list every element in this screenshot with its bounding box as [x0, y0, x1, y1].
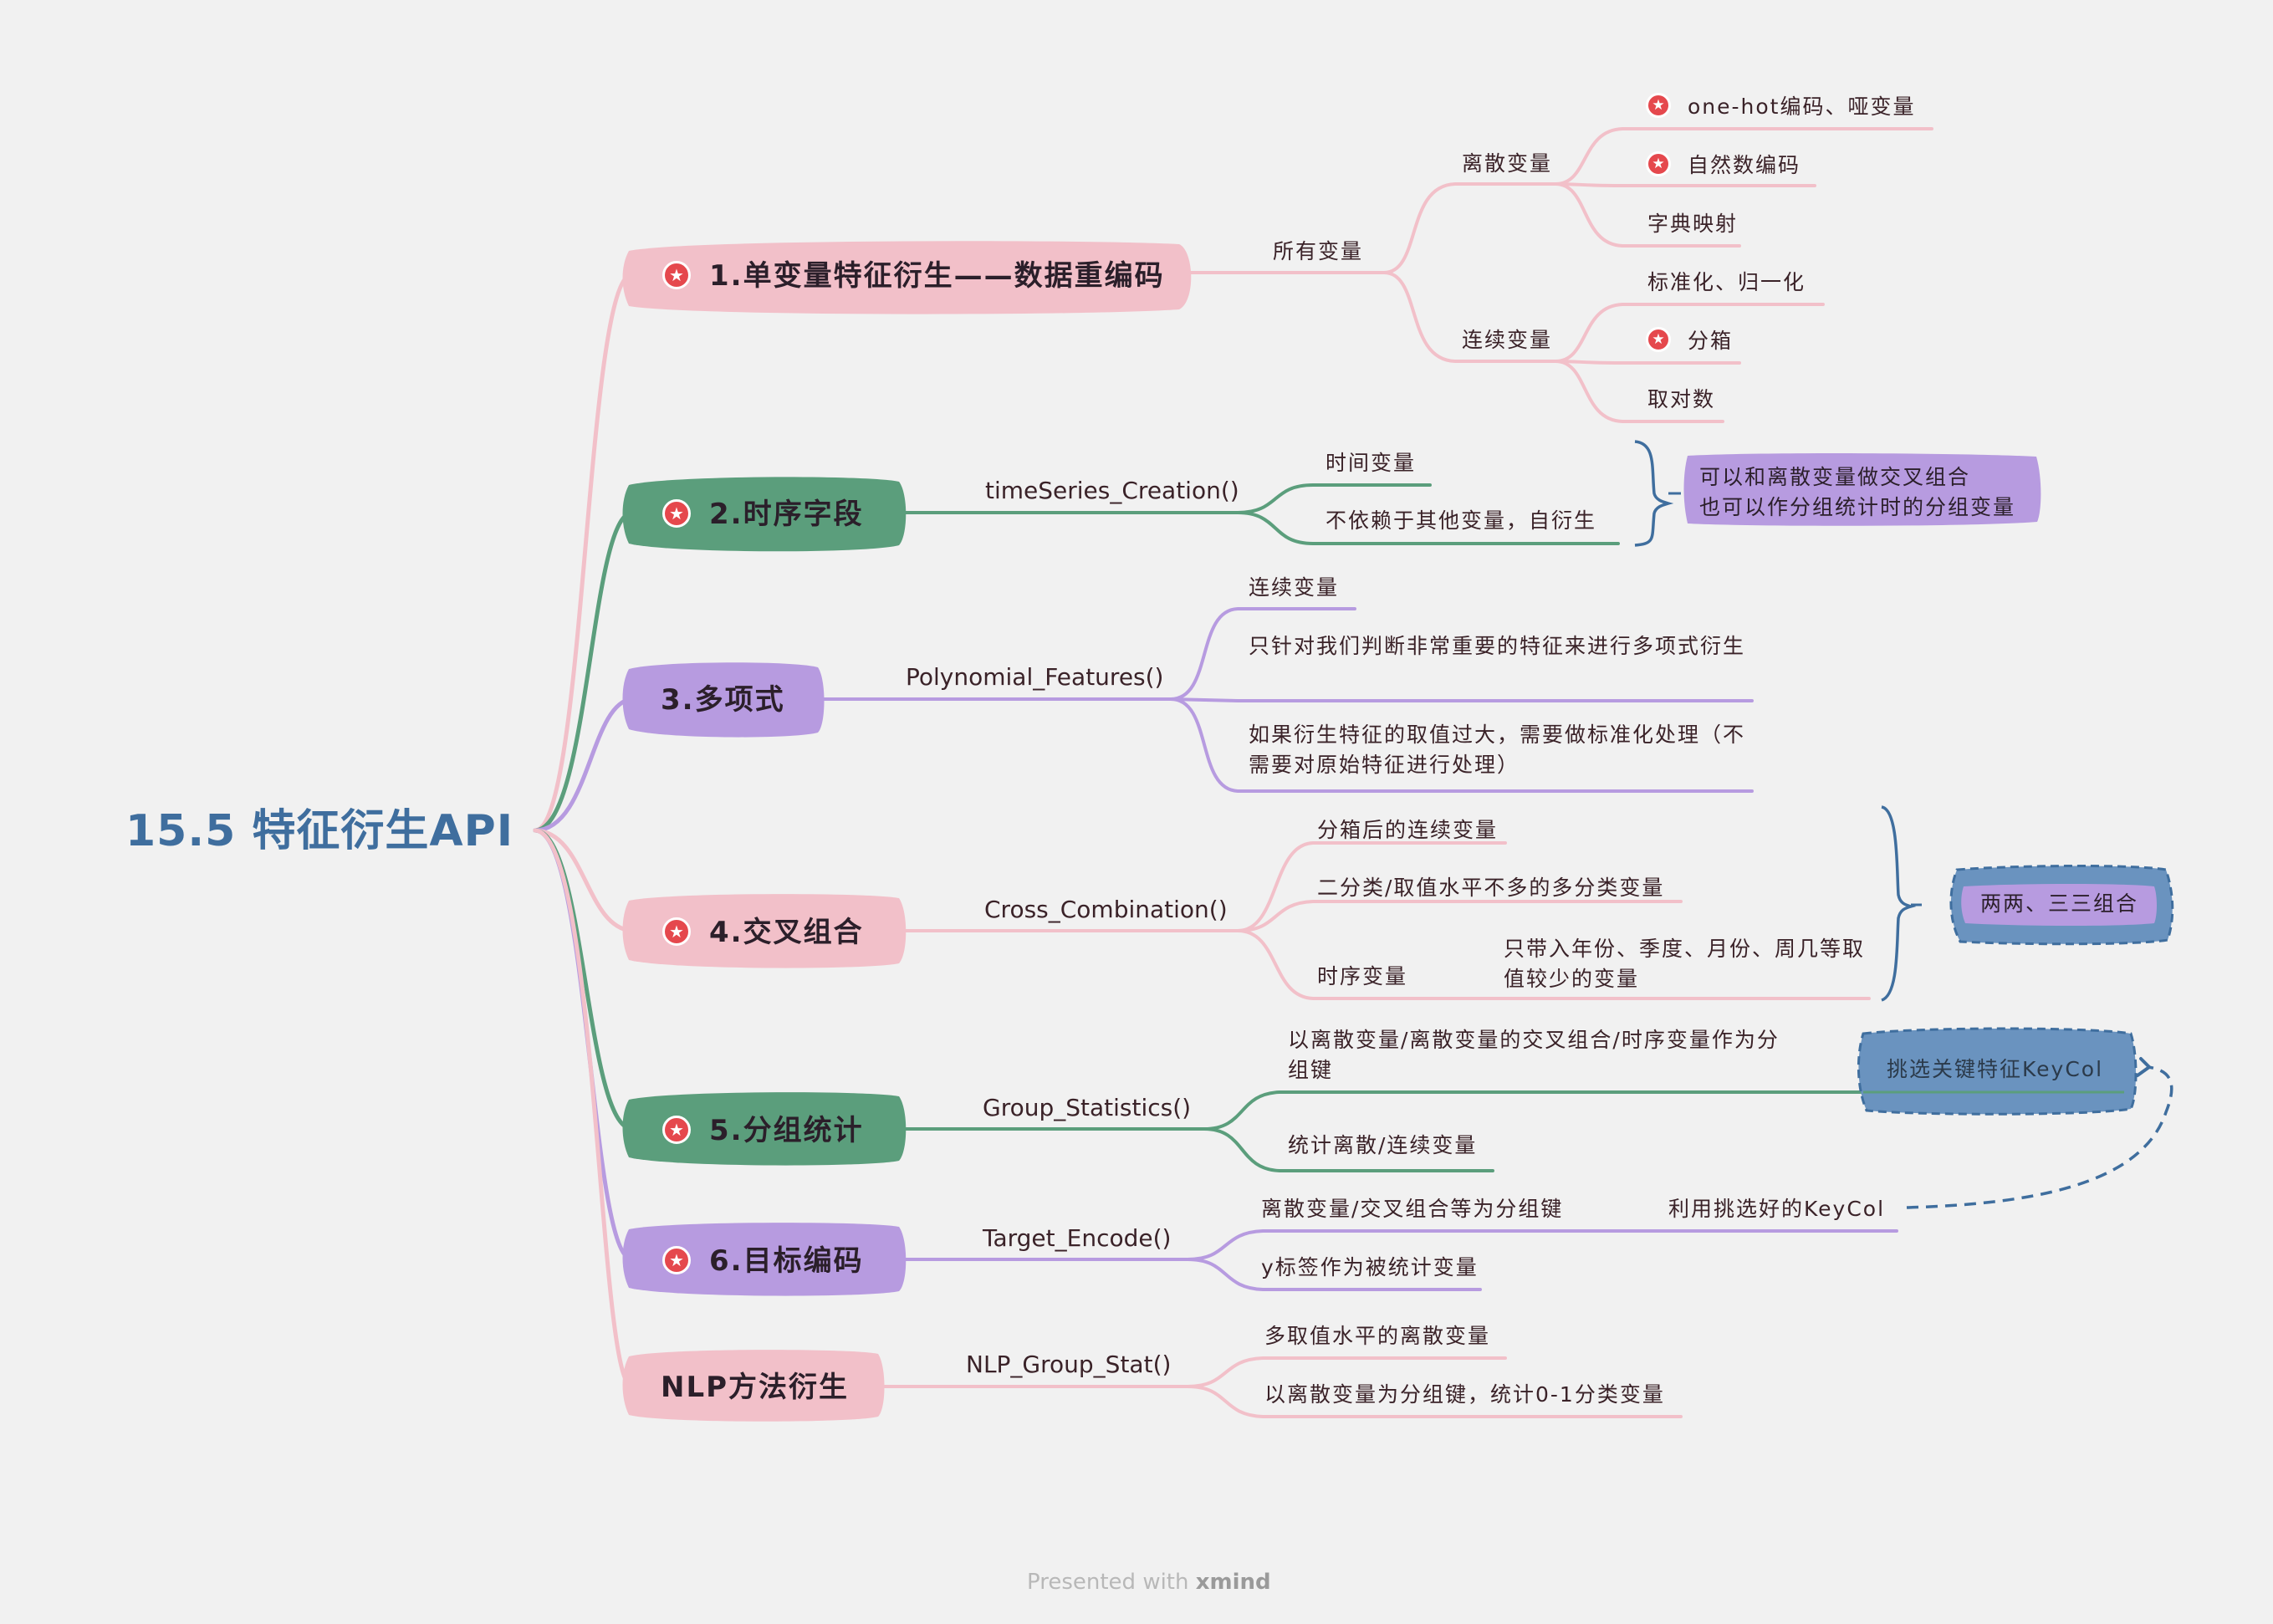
t3-leaf-cont[interactable]: 连续变量 [1249, 575, 1340, 600]
line-t1-discrete [1382, 182, 1557, 274]
line-t7-multi [1186, 1356, 1507, 1388]
bracket-t4 [1881, 805, 1917, 1002]
connector-root-t1 [533, 272, 634, 833]
topic-blob-6 [622, 1223, 907, 1296]
topic-blob-7 [622, 1350, 885, 1422]
t4-note[interactable]: 两两、三三组合 [1980, 891, 2139, 916]
arrowhead [2136, 1057, 2153, 1077]
note-box-t2 [1683, 453, 2041, 526]
t4-leaf-time[interactable]: 时序变量 [1317, 964, 1408, 988]
t1-leaf-natural[interactable]: 自然数编码 [1688, 153, 1801, 177]
line-t6-y [1186, 1258, 1482, 1291]
t2-leaf-time[interactable]: 时间变量 [1325, 451, 1417, 475]
topic-blob-4 [622, 894, 907, 968]
topic-7-label[interactable]: NLP方法衍生 [661, 1371, 850, 1404]
root-title[interactable]: 15.5 特征衍生API [125, 806, 514, 856]
t6-leaf-key[interactable]: 离散变量/交叉组合等为分组键 [1261, 1197, 1564, 1221]
star-icon [662, 1116, 691, 1144]
t4-sub-time[interactable]: 只带入年份、季度、月份、周几等取值较少的变量 [1504, 937, 1866, 991]
star-icon [662, 261, 691, 289]
t5-leaf-stat[interactable]: 统计离散/连续变量 [1288, 1133, 1478, 1157]
connector-root-t2 [533, 510, 634, 833]
t3-leaf-large[interactable]: 如果衍生特征的取值过大，需要做标准化处理（不需要对原始特征进行处理） [1249, 723, 1746, 777]
dashed-relation-arrow [1906, 1065, 2173, 1209]
t4-leaf-binary[interactable]: 二分类/取值水平不多的多分类变量 [1317, 876, 1665, 900]
t3-leaf-important[interactable]: 只针对我们判断非常重要的特征来进行多项式衍生 [1249, 634, 1746, 658]
line-t1-continuous [1382, 271, 1557, 363]
topic-1-func[interactable]: 所有变量 [1273, 239, 1364, 263]
line-leaf-dict [1554, 182, 1741, 248]
star-icon [662, 917, 691, 946]
t7-leaf-stat[interactable]: 以离散变量为分组键，统计0-1分类变量 [1264, 1382, 1665, 1407]
t2-note-line-2[interactable]: 也可以作分组统计时的分组变量 [1699, 495, 2016, 519]
footer-credit: Presented with xmind [1027, 1571, 1271, 1593]
line-t3-important [1169, 697, 1754, 702]
star-icon [1646, 151, 1671, 176]
topic-blob-3 [622, 662, 825, 738]
star-icon [662, 499, 691, 528]
topic-3-func[interactable]: Polynomial_Features() [906, 663, 1164, 691]
line-t5-key [1203, 1090, 1867, 1131]
line-t4-binary [1236, 900, 1683, 932]
line-t7-stat [1186, 1385, 1683, 1418]
line-t6-key [1186, 1229, 1898, 1261]
t1-leaf-std[interactable]: 标准化、归一化 [1647, 270, 1806, 294]
topic-blob-1 [622, 241, 1192, 314]
star-icon [1646, 93, 1671, 118]
line-leaf-onehot [1554, 127, 1933, 186]
topic-1-label[interactable]: 1.单变量特征衍生——数据重编码 [709, 259, 1165, 293]
topic-blob-2 [622, 477, 907, 552]
connector-root-t4 [533, 828, 634, 933]
t1-continuous-label[interactable]: 连续变量 [1462, 328, 1553, 352]
t4-leaf-bins[interactable]: 分箱后的连续变量 [1317, 818, 1499, 842]
star-icon [1646, 327, 1671, 352]
topic-6-label[interactable]: 6.目标编码 [709, 1244, 864, 1278]
connector-root-t7 [533, 828, 634, 1389]
t1-leaf-bins[interactable]: 分箱 [1688, 329, 1734, 353]
t2-leaf-self[interactable]: 不依赖于其他变量，自衍生 [1325, 508, 1597, 533]
line-leaf-natural [1554, 182, 1816, 187]
topic-3-label[interactable]: 3.多项式 [661, 683, 785, 717]
t6-sub-keycol[interactable]: 利用挑选好的KeyCol [1668, 1197, 1886, 1221]
bracket-t2 [1634, 440, 1674, 547]
topic-2-label[interactable]: 2.时序字段 [709, 498, 864, 531]
line-leaf-log [1554, 360, 1724, 423]
topic-4-func[interactable]: Cross_Combination() [984, 896, 1228, 923]
t5-leaf-key[interactable]: 以离散变量/离散变量的交叉组合/时序变量作为分组键 [1288, 1028, 1780, 1082]
t5-note[interactable]: 挑选关键特征KeyCol [1887, 1057, 2104, 1081]
line-t2-time [1236, 483, 1432, 514]
topic-5-label[interactable]: 5.分组统计 [709, 1114, 864, 1147]
topic-7-func[interactable]: NLP_Group_Stat() [966, 1351, 1172, 1378]
connector-root-t3 [533, 697, 634, 833]
line-leaf-std [1554, 303, 1825, 363]
topic-4-label[interactable]: 4.交叉组合 [709, 916, 864, 949]
t1-leaf-onehot[interactable]: one-hot编码、哑变量 [1688, 94, 1916, 119]
line-t3-cont [1169, 607, 1356, 701]
line-t4-time [1236, 929, 1871, 1000]
xmind-logo-text: xmind [1195, 1570, 1271, 1595]
line-t3-large [1169, 697, 1754, 793]
t6-leaf-y[interactable]: y标签作为被统计变量 [1261, 1255, 1479, 1279]
t1-leaf-log[interactable]: 取对数 [1647, 387, 1716, 411]
topic-2-func[interactable]: timeSeries_Creation() [985, 477, 1239, 504]
line-t4-bins [1236, 841, 1507, 932]
star-icon [662, 1246, 691, 1274]
line-t5-stat [1203, 1127, 1494, 1172]
note-box-t4-inner [1961, 884, 2157, 926]
topic-6-func[interactable]: Target_Encode() [983, 1224, 1172, 1252]
t7-leaf-multi[interactable]: 多取值水平的离散变量 [1264, 1324, 1491, 1348]
topic-blob-5 [622, 1092, 907, 1166]
t1-discrete-label[interactable]: 离散变量 [1462, 151, 1553, 176]
line-leaf-bins [1554, 360, 1741, 365]
connector-root-t6 [533, 828, 634, 1262]
t1-leaf-dict[interactable]: 字典映射 [1647, 212, 1739, 236]
line-t2-self [1236, 511, 1620, 545]
footer-prefix: Presented with [1027, 1570, 1189, 1595]
t2-note-line-1[interactable]: 可以和离散变量做交叉组合 [1699, 465, 1971, 489]
topic-5-func[interactable]: Group_Statistics() [983, 1094, 1192, 1121]
